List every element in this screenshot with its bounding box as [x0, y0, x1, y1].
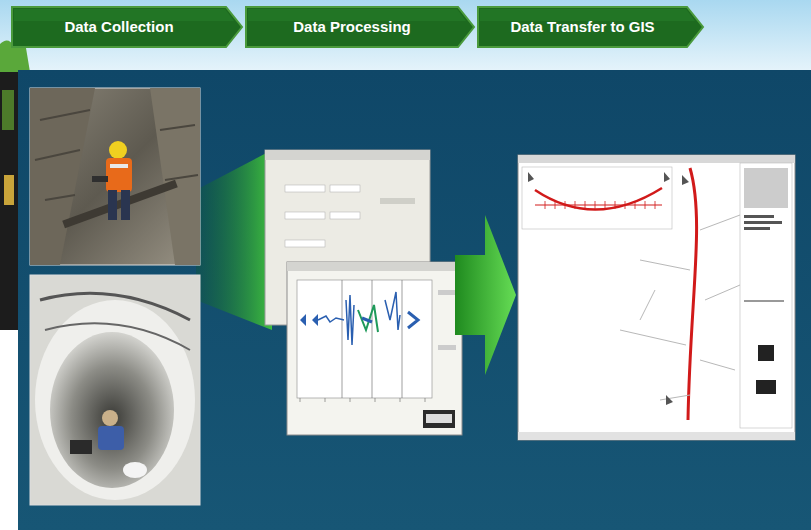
chevron-fill	[478, 7, 703, 47]
signal-window-part	[297, 280, 432, 398]
step-chevron: Data Processing	[246, 7, 474, 47]
gis-window-part	[535, 188, 662, 210]
signal-window-part	[346, 295, 354, 345]
signal-window-part	[358, 305, 378, 332]
gis-window-part	[666, 175, 689, 405]
signal-window-part	[362, 318, 372, 322]
trench-photo-part	[108, 190, 117, 220]
flow-arrow	[455, 215, 516, 375]
trench-photo	[30, 88, 200, 265]
manhole-photo-part	[50, 332, 174, 488]
manhole-photo-part	[30, 275, 200, 505]
settings-window-part	[285, 185, 325, 192]
left-strip	[0, 72, 18, 530]
step-label: Data Transfer to GIS	[510, 18, 654, 36]
signal-window-part	[300, 398, 425, 402]
signal-window-part	[438, 290, 456, 295]
gis-window-part	[756, 380, 776, 394]
gis-window-part	[620, 215, 740, 400]
top-band-part	[0, 0, 811, 72]
signal-window-part	[287, 262, 462, 271]
settings-window-part	[285, 240, 325, 247]
signal-window-part	[342, 280, 402, 398]
gis-window-part	[518, 155, 795, 163]
signal-window-part	[408, 312, 418, 328]
gis-window-part	[688, 168, 697, 420]
signal-window-part	[385, 292, 400, 330]
settings-window-part	[265, 150, 430, 160]
manhole-photo-part	[35, 300, 195, 500]
gis-window-part	[528, 172, 670, 182]
gis-window-part	[744, 227, 770, 230]
gis-window-part	[740, 163, 792, 428]
trench-photo-part	[109, 141, 127, 159]
gis-window-part	[535, 205, 662, 206]
left-strip-part	[2, 90, 14, 130]
manhole-photo-part	[98, 426, 124, 450]
panel-ground	[18, 70, 811, 530]
gis-window-part	[758, 345, 774, 361]
signal-window-part	[423, 410, 455, 428]
settings-window-part	[330, 185, 360, 192]
chevron-fill	[12, 7, 242, 47]
trench-photo-part	[106, 158, 132, 192]
left-strip-part	[0, 72, 18, 330]
trench-photo-part	[121, 190, 130, 220]
gis-window-part	[545, 201, 655, 209]
signal-window-part	[300, 314, 318, 326]
gis-window-part	[744, 215, 774, 218]
manhole-photo	[30, 275, 200, 505]
signal-window-part	[426, 414, 452, 423]
settings-window-part	[285, 212, 325, 219]
left-strip-part	[0, 330, 18, 530]
gis-window-part	[518, 155, 795, 440]
gis-window-part	[744, 168, 788, 208]
left-strip-part	[4, 175, 14, 205]
gis-window-part	[522, 167, 672, 229]
step-label: Data Processing	[293, 18, 411, 36]
trench-photo-part	[92, 176, 108, 182]
step-chevron: Data Collection	[12, 7, 242, 47]
manhole-photo-part	[123, 462, 147, 478]
gis-window	[518, 155, 795, 440]
settings-window-part	[380, 198, 415, 204]
manhole-photo-part	[70, 440, 92, 454]
flow-wedge	[196, 150, 272, 330]
manhole-photo-part	[45, 323, 190, 350]
chevron-fill	[246, 7, 474, 47]
manhole-photo-part	[40, 293, 190, 320]
manhole-photo-part	[102, 410, 118, 426]
signal-window-part	[318, 316, 344, 322]
step-chevron: Data Transfer to GIS	[478, 7, 703, 47]
gis-window-part	[744, 221, 782, 224]
gis-window-part	[518, 432, 795, 440]
signal-window-part	[438, 345, 456, 350]
settings-window-part	[330, 212, 360, 219]
signal-window	[287, 262, 462, 435]
signal-window-part	[287, 262, 462, 435]
gis-window-part	[744, 300, 784, 302]
step-label: Data Collection	[64, 18, 173, 36]
top-band	[0, 0, 811, 72]
trench-photo-part	[30, 88, 200, 265]
trench-photo-part	[110, 164, 128, 168]
